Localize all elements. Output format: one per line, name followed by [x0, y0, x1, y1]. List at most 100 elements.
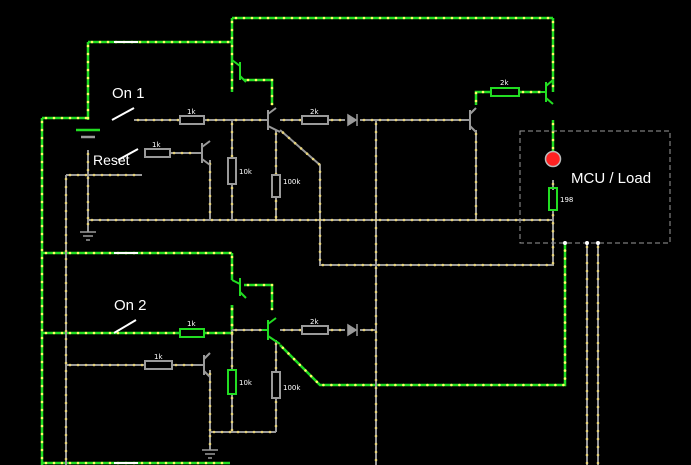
current-dot	[563, 361, 567, 364]
current-dot	[370, 118, 374, 122]
current-dot	[274, 350, 278, 354]
current-dot	[262, 283, 266, 287]
mcu-pins	[563, 241, 600, 245]
current-dot	[551, 60, 555, 64]
current-dot	[374, 450, 378, 454]
current-dot	[374, 146, 378, 150]
resistor-2k-output[interactable]	[490, 87, 520, 97]
current-dot	[52, 116, 56, 120]
current-dot	[409, 263, 413, 267]
resistor-10k-lower[interactable]	[227, 369, 237, 395]
current-dot	[563, 289, 567, 292]
current-dot	[266, 16, 270, 20]
current-dot	[330, 218, 334, 222]
transistor-q1-icon[interactable]	[231, 59, 247, 83]
current-dot	[270, 102, 274, 106]
current-dot	[546, 218, 550, 222]
current-dot	[86, 92, 90, 96]
current-dot	[458, 383, 461, 387]
current-dot	[230, 271, 234, 275]
current-dot	[86, 84, 90, 88]
current-dot	[374, 154, 378, 158]
transistor-q7-icon[interactable]	[262, 317, 281, 345]
current-dot	[474, 180, 478, 184]
current-dot	[186, 40, 190, 44]
resistor-100k-lower[interactable]	[271, 371, 281, 399]
transistor-q6-icon[interactable]	[231, 278, 247, 299]
transistor-q5-icon[interactable]	[541, 79, 554, 105]
current-dot	[563, 353, 567, 356]
current-dot	[378, 383, 381, 387]
current-dot	[230, 323, 234, 327]
current-dot	[230, 340, 234, 344]
resistor-10k-upper[interactable]	[227, 157, 237, 185]
current-dot	[274, 366, 278, 370]
current-dot	[290, 16, 294, 20]
current-dot	[68, 363, 72, 367]
resistor-2k-upper[interactable]	[301, 115, 329, 125]
resistor-1k-upper[interactable]	[179, 115, 205, 125]
current-dot	[230, 130, 234, 134]
switch-on2-icon[interactable]	[113, 319, 137, 334]
diode-upper-icon[interactable]	[347, 113, 358, 127]
current-dot	[270, 283, 274, 287]
current-dot	[254, 78, 258, 82]
wire-q1-out	[244, 78, 274, 105]
current-dot	[64, 401, 68, 405]
current-dot	[274, 140, 278, 144]
current-dot	[202, 218, 206, 222]
current-dot	[208, 420, 212, 424]
current-dot	[230, 194, 234, 198]
current-dot	[176, 118, 180, 122]
led-indicator-icon[interactable]	[544, 150, 562, 168]
resistor-100k-upper[interactable]	[271, 174, 281, 198]
battery-icon[interactable]	[76, 128, 100, 139]
current-dot	[270, 86, 274, 90]
transistor-q3-icon[interactable]	[195, 140, 211, 166]
current-dot	[218, 218, 222, 222]
current-dot	[374, 170, 378, 174]
resistor-198-load[interactable]	[548, 187, 558, 211]
current-dot	[298, 218, 302, 222]
resistor-2k-lower[interactable]	[301, 325, 329, 335]
current-dot	[86, 160, 90, 164]
transistor-q4-icon[interactable]	[465, 107, 477, 133]
current-dot	[132, 363, 136, 367]
current-dot	[386, 16, 390, 20]
current-dot	[108, 331, 112, 335]
current-dot	[64, 361, 68, 365]
current-dot	[226, 218, 230, 222]
current-dot	[506, 383, 509, 387]
current-dot	[585, 421, 589, 425]
current-dot	[84, 461, 88, 465]
current-dot	[353, 263, 357, 267]
mcu-load-box[interactable]	[519, 130, 671, 244]
transistor-q2-icon[interactable]	[262, 107, 281, 133]
ground-upper-icon	[80, 231, 96, 241]
current-dot	[208, 194, 212, 198]
current-dot	[596, 253, 600, 257]
current-dot	[551, 68, 555, 72]
switch-reset-icon[interactable]	[117, 148, 139, 161]
current-dot	[266, 218, 270, 222]
resistor-label-r7: 198	[560, 196, 573, 204]
current-dot	[40, 136, 44, 140]
current-dot	[386, 383, 389, 387]
resistor-1k-lower[interactable]	[179, 328, 205, 338]
resistor-1k-reset-lower[interactable]	[144, 360, 173, 370]
current-dot	[442, 218, 446, 222]
current-dot	[596, 333, 600, 337]
diode-lower-icon[interactable]	[347, 323, 358, 337]
current-dot	[52, 331, 56, 335]
current-dot	[170, 40, 174, 44]
current-dot	[585, 429, 589, 433]
current-dot	[122, 218, 126, 222]
resistor-1k-reset-upper[interactable]	[144, 148, 171, 158]
current-dot	[242, 118, 246, 122]
current-dot	[130, 218, 134, 222]
switch-on1-icon[interactable]	[111, 107, 135, 121]
current-dot	[596, 349, 600, 353]
transistor-q8-icon[interactable]	[198, 352, 211, 378]
